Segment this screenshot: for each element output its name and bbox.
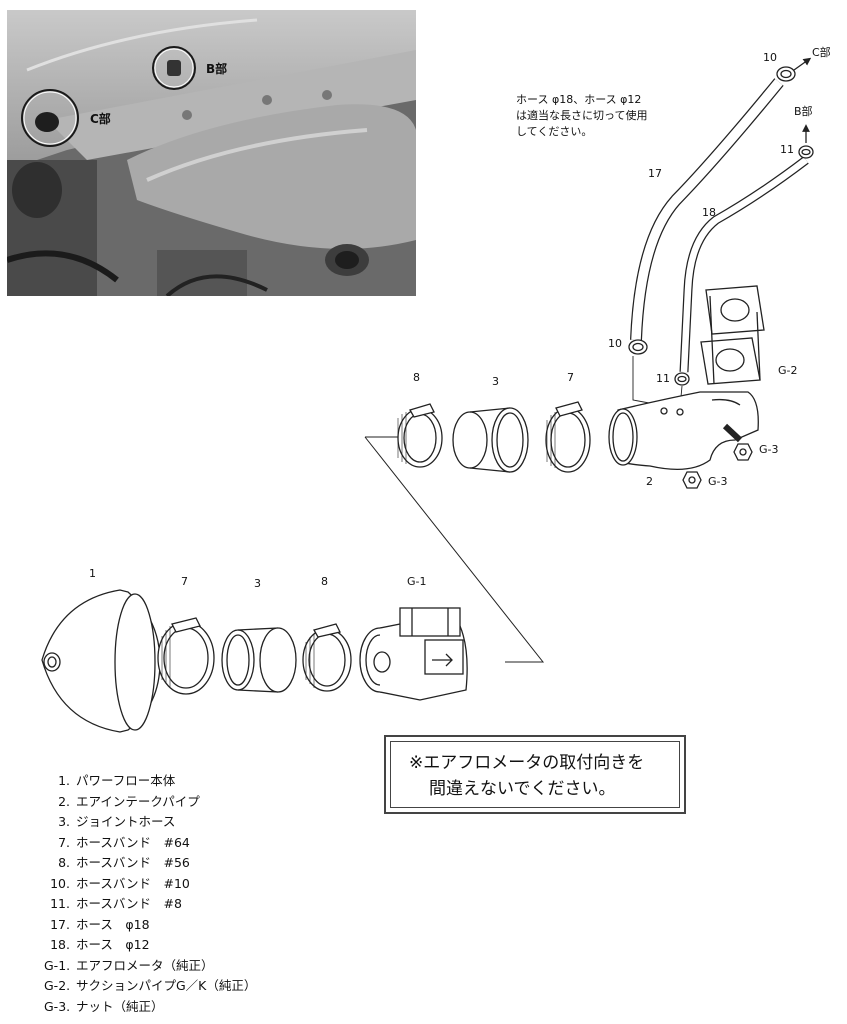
legend-item: 1. パワーフロー本体 bbox=[44, 771, 256, 792]
legend-item: 3. ジョイントホース bbox=[44, 812, 256, 833]
note-line-1: ホース φ18、ホース φ12 bbox=[516, 93, 642, 106]
air-flow-meter-g1 bbox=[359, 607, 468, 701]
legend-item: 2. エアインテークパイプ bbox=[44, 792, 256, 813]
hose-cut-note: ホース φ18、ホース φ12 は適当な長さに切って使用 してください。 bbox=[516, 92, 647, 140]
legend-item-text: ホースバンド #64 bbox=[76, 834, 190, 850]
legend-item-number: 8. bbox=[58, 855, 70, 870]
hose-band-10-mid bbox=[628, 339, 648, 355]
legend-item-text: ホース φ12 bbox=[76, 937, 150, 952]
callout-g3-bottom: G-3 bbox=[708, 475, 728, 488]
warning-line-2: 間違えないでください。 bbox=[429, 779, 616, 799]
hose-band-7-bottom bbox=[157, 617, 215, 695]
callout-b-part: B部 bbox=[794, 105, 813, 118]
power-flow-body-1 bbox=[41, 589, 161, 733]
nut-g3-right bbox=[733, 443, 753, 461]
callout-1: 1 bbox=[89, 567, 96, 580]
legend-item-number: G-1. bbox=[44, 957, 71, 973]
legend-item-number: 2. bbox=[58, 793, 70, 809]
callout-10-top: 10 bbox=[763, 51, 777, 64]
hose-band-8-top bbox=[397, 403, 443, 468]
hose-band-11-top bbox=[798, 145, 814, 159]
legend-item-text: ホースバンド #56 bbox=[76, 855, 190, 870]
callout-2: 2 bbox=[646, 475, 653, 488]
callout-18: 18 bbox=[702, 206, 716, 219]
callout-8-bottom: 8 bbox=[321, 575, 328, 588]
legend-item: 10. ホースバンド #10 bbox=[44, 874, 256, 895]
legend-item-text: パワーフロー本体 bbox=[76, 773, 176, 788]
legend-item-number: 18. bbox=[50, 937, 70, 952]
callout-8-top: 8 bbox=[413, 371, 420, 384]
legend-item-text: ナット（純正） bbox=[76, 998, 164, 1014]
callout-11-top: 11 bbox=[780, 143, 794, 156]
engine-bay-photo: B部 C部 bbox=[7, 10, 416, 296]
callout-g3-right: G-3 bbox=[759, 443, 779, 456]
legend-item: G-3. ナット（純正） bbox=[44, 997, 256, 1018]
legend-item: 7. ホースバンド #64 bbox=[44, 833, 256, 854]
legend-item: G-2. サクションパイプG／K（純正） bbox=[44, 976, 256, 997]
legend-item-text: ホースバンド #10 bbox=[76, 875, 190, 891]
legend-item-number: 3. bbox=[58, 814, 70, 829]
callout-c-part: C部 bbox=[812, 46, 831, 59]
callout-17: 17 bbox=[648, 167, 662, 180]
legend-item-number: G-2. bbox=[44, 978, 71, 993]
intake-pipe-2 bbox=[608, 391, 759, 470]
legend-item-number: 10. bbox=[50, 875, 70, 891]
joint-hose-3-bottom bbox=[221, 627, 297, 693]
legend-item-number: 11. bbox=[50, 896, 70, 911]
legend-item-number: 7. bbox=[58, 834, 70, 850]
hose-band-10-top bbox=[776, 66, 796, 82]
legend-item-text: エアインテークパイプ bbox=[76, 793, 200, 809]
hose-band-7-top bbox=[545, 401, 591, 473]
airflow-meter-warning-box: ※エアフロメータの取付向きを 間違えないでください。 bbox=[384, 735, 686, 814]
legend-item-text: エアフロメータ（純正） bbox=[76, 957, 214, 973]
callout-10-mid: 10 bbox=[608, 337, 622, 350]
gasket-g2 bbox=[700, 285, 765, 385]
legend-item: 17. ホース φ18 bbox=[44, 915, 256, 936]
legend-item-number: 17. bbox=[50, 916, 70, 932]
callout-7-top: 7 bbox=[567, 371, 574, 384]
nut-g3-bottom bbox=[682, 471, 702, 489]
legend-item: 11. ホースバンド #8 bbox=[44, 894, 256, 915]
photo-label-c: C部 bbox=[90, 112, 111, 126]
legend-item: 8. ホースバンド #56 bbox=[44, 853, 256, 874]
callout-11-mid: 11 bbox=[656, 372, 670, 385]
note-line-2: は適当な長さに切って使用 bbox=[516, 109, 648, 122]
hose-band-8-bottom bbox=[302, 623, 352, 692]
callout-g2: G-2 bbox=[778, 364, 798, 377]
legend-item-number: 1. bbox=[58, 773, 70, 788]
legend-item-text: ホースバンド #8 bbox=[76, 896, 182, 911]
legend-item-number: G-3. bbox=[44, 998, 71, 1014]
legend-item-text: サクションパイプG／K（純正） bbox=[76, 978, 257, 993]
photo-label-b: B部 bbox=[206, 62, 228, 76]
callout-7-bottom: 7 bbox=[181, 575, 188, 588]
legend-item: 18. ホース φ12 bbox=[44, 935, 256, 956]
legend-item: G-1. エアフロメータ（純正） bbox=[44, 956, 256, 977]
legend-item-text: ホース φ18 bbox=[76, 916, 150, 932]
callout-3-top: 3 bbox=[492, 375, 499, 388]
callout-g1: G-1 bbox=[407, 575, 427, 588]
legend-item-text: ジョイントホース bbox=[76, 814, 176, 829]
hose-band-11-mid bbox=[674, 372, 690, 386]
joint-hose-3-top bbox=[452, 407, 529, 473]
parts-legend: 1. パワーフロー本体 2. エアインテークパイプ 3. ジョイントホース 7. ホースバンド… bbox=[44, 771, 256, 1017]
callout-3-bottom: 3 bbox=[254, 577, 261, 590]
note-line-3: してください。 bbox=[516, 125, 593, 138]
warning-line-1: ※エアフロメータの取付向きを bbox=[409, 753, 645, 773]
